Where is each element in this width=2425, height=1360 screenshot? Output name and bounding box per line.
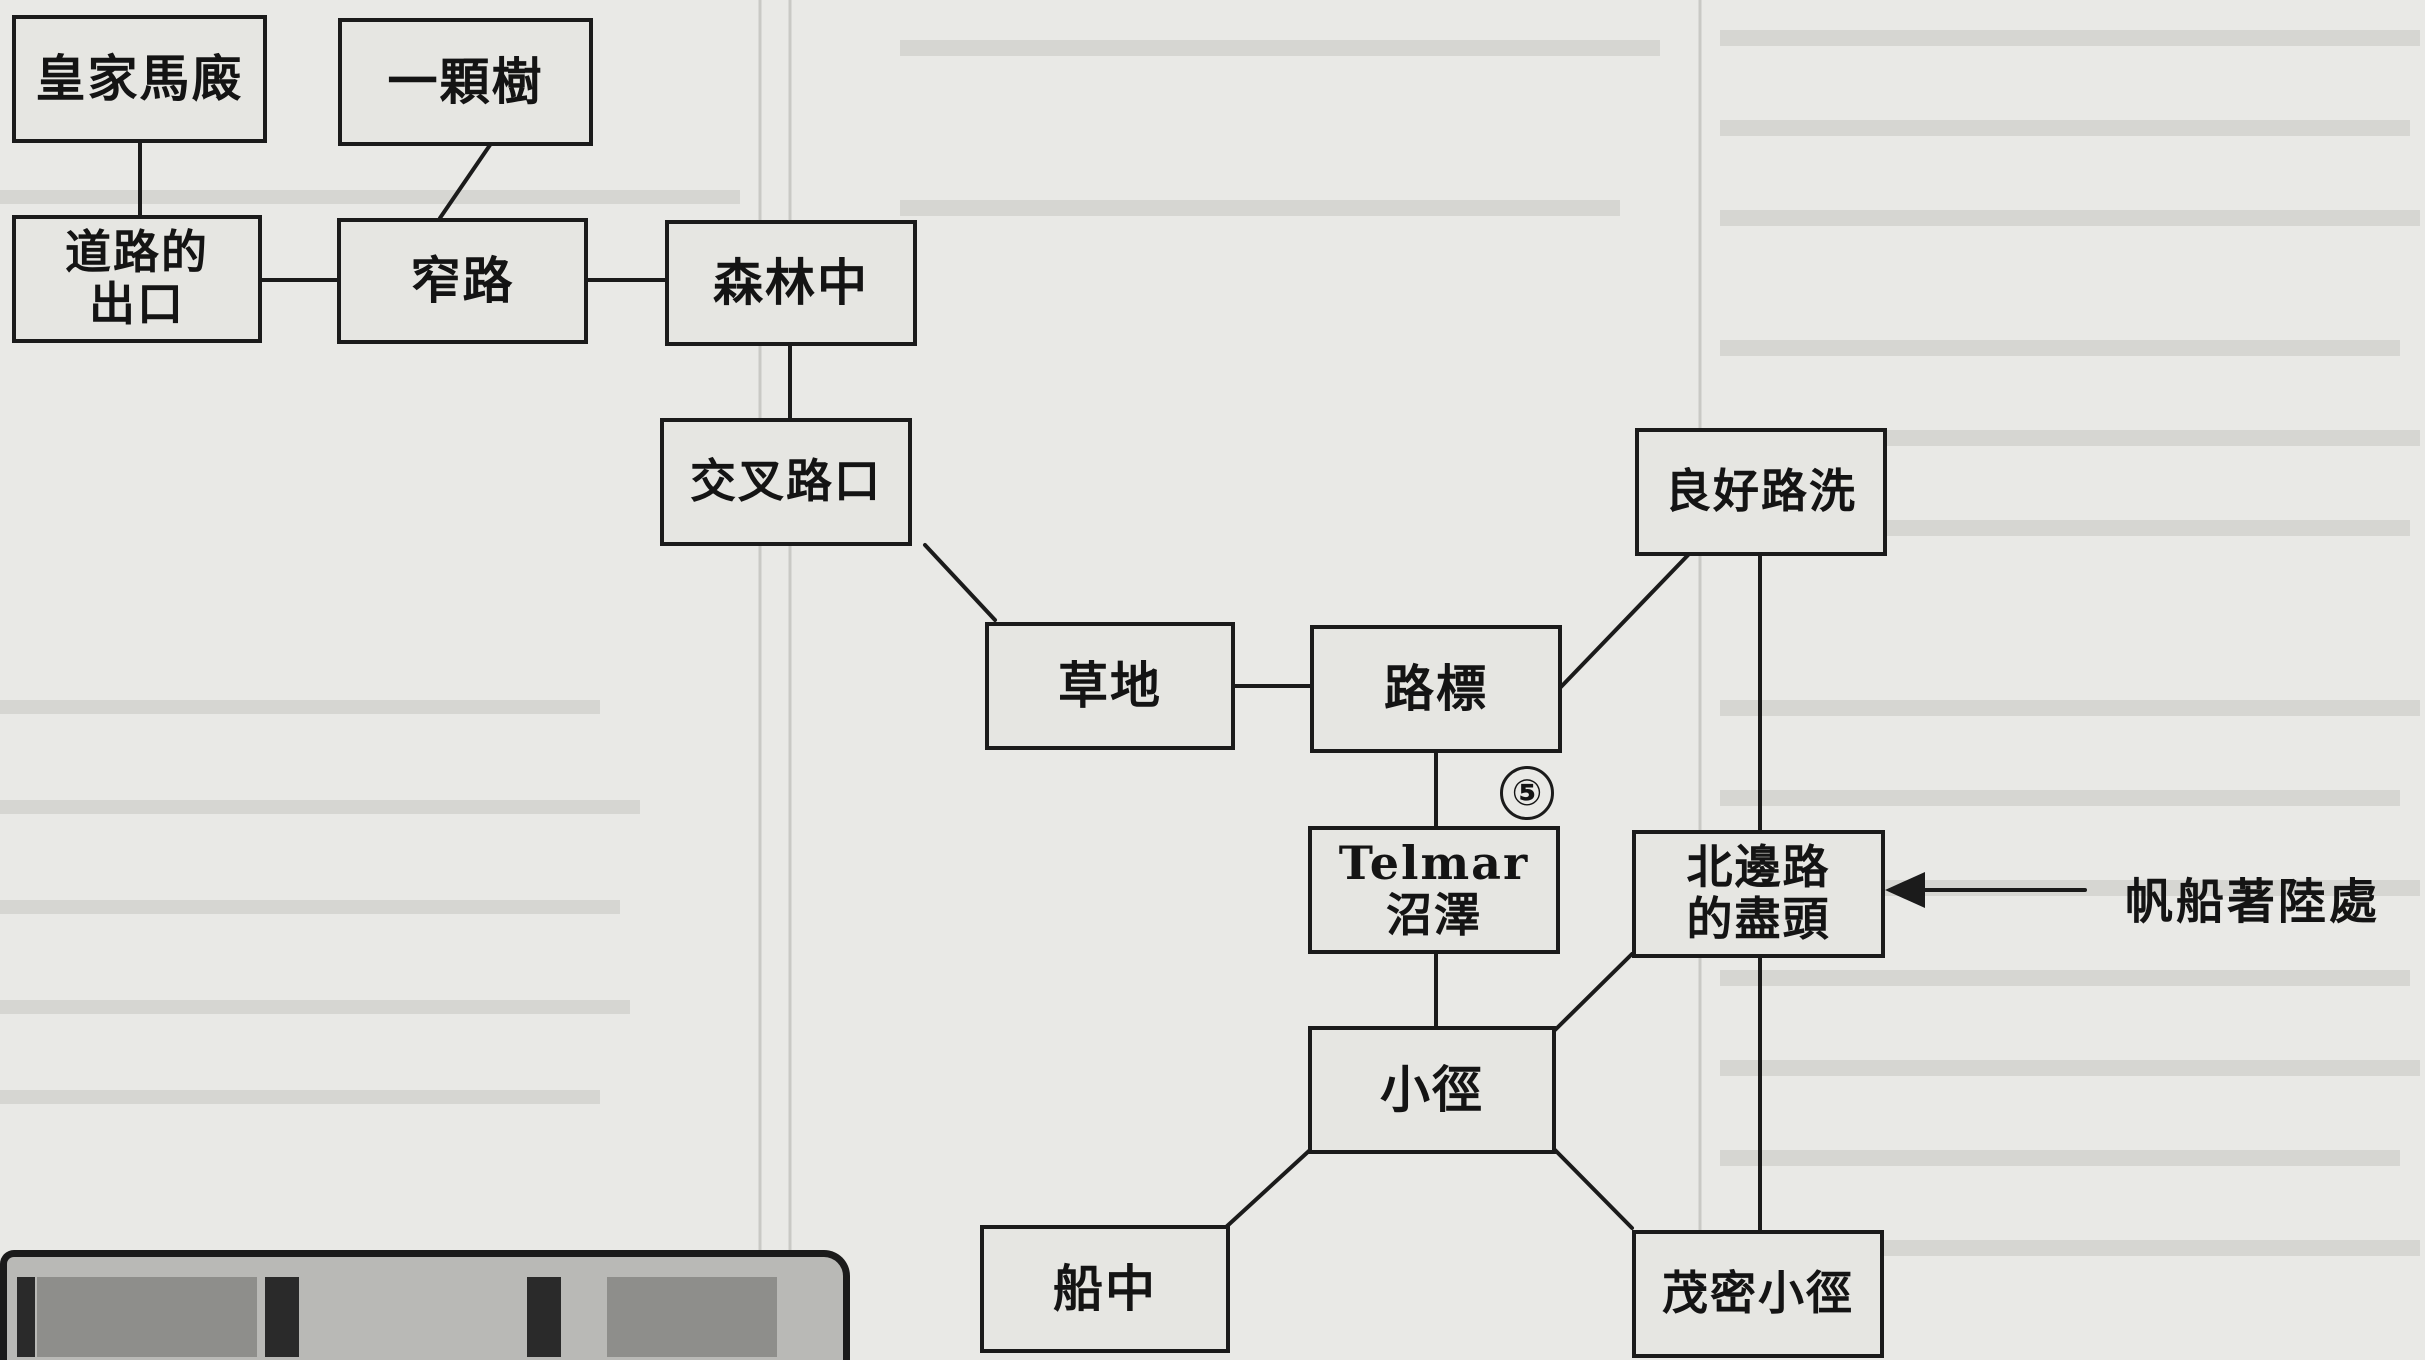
- edge-signpost-goodroad: [1556, 551, 1692, 692]
- node-road-exit: 道路的 出口: [12, 215, 262, 343]
- node-path: 小徑: [1308, 1026, 1556, 1154]
- illustration-patch-2: [607, 1277, 777, 1357]
- illustration-strip-3: [527, 1277, 561, 1357]
- node-good-road: 良好路洗: [1635, 428, 1887, 556]
- node-on-ship: 船中: [980, 1225, 1230, 1353]
- edge-path-dense: [1553, 1148, 1634, 1230]
- illustration-patch-1: [37, 1277, 257, 1357]
- node-one-tree: 一顆樹: [338, 18, 593, 146]
- node-forest: 森林中: [665, 220, 917, 346]
- node-dense-path: 茂密小徑: [1632, 1230, 1884, 1358]
- sailboat-landing-label: 帆船著陸處: [2125, 874, 2381, 930]
- node-signpost: 路標: [1310, 625, 1562, 753]
- node-telmar-marsh: Telmar 沼澤: [1308, 826, 1560, 954]
- edge-tree-narrow: [438, 143, 492, 220]
- edge-path-ship: [1223, 1148, 1312, 1230]
- illustration-strip-2: [265, 1277, 299, 1357]
- edge-crossroad-meadow: [923, 543, 997, 622]
- edge-northend-path: [1553, 952, 1634, 1032]
- illustration-frame: [0, 1250, 850, 1360]
- node-north-road-end: 北邊路 的盡頭: [1632, 830, 1885, 958]
- node-crossroad: 交叉路口: [660, 418, 912, 546]
- node-meadow: 草地: [985, 622, 1235, 750]
- node-royal-stable: 皇家馬廄: [12, 15, 267, 143]
- arrow-head: [1885, 872, 1925, 908]
- node-narrow-road: 窄路: [337, 218, 588, 344]
- illustration-strip-1: [17, 1277, 35, 1357]
- step-marker-5: ⑤: [1500, 766, 1554, 820]
